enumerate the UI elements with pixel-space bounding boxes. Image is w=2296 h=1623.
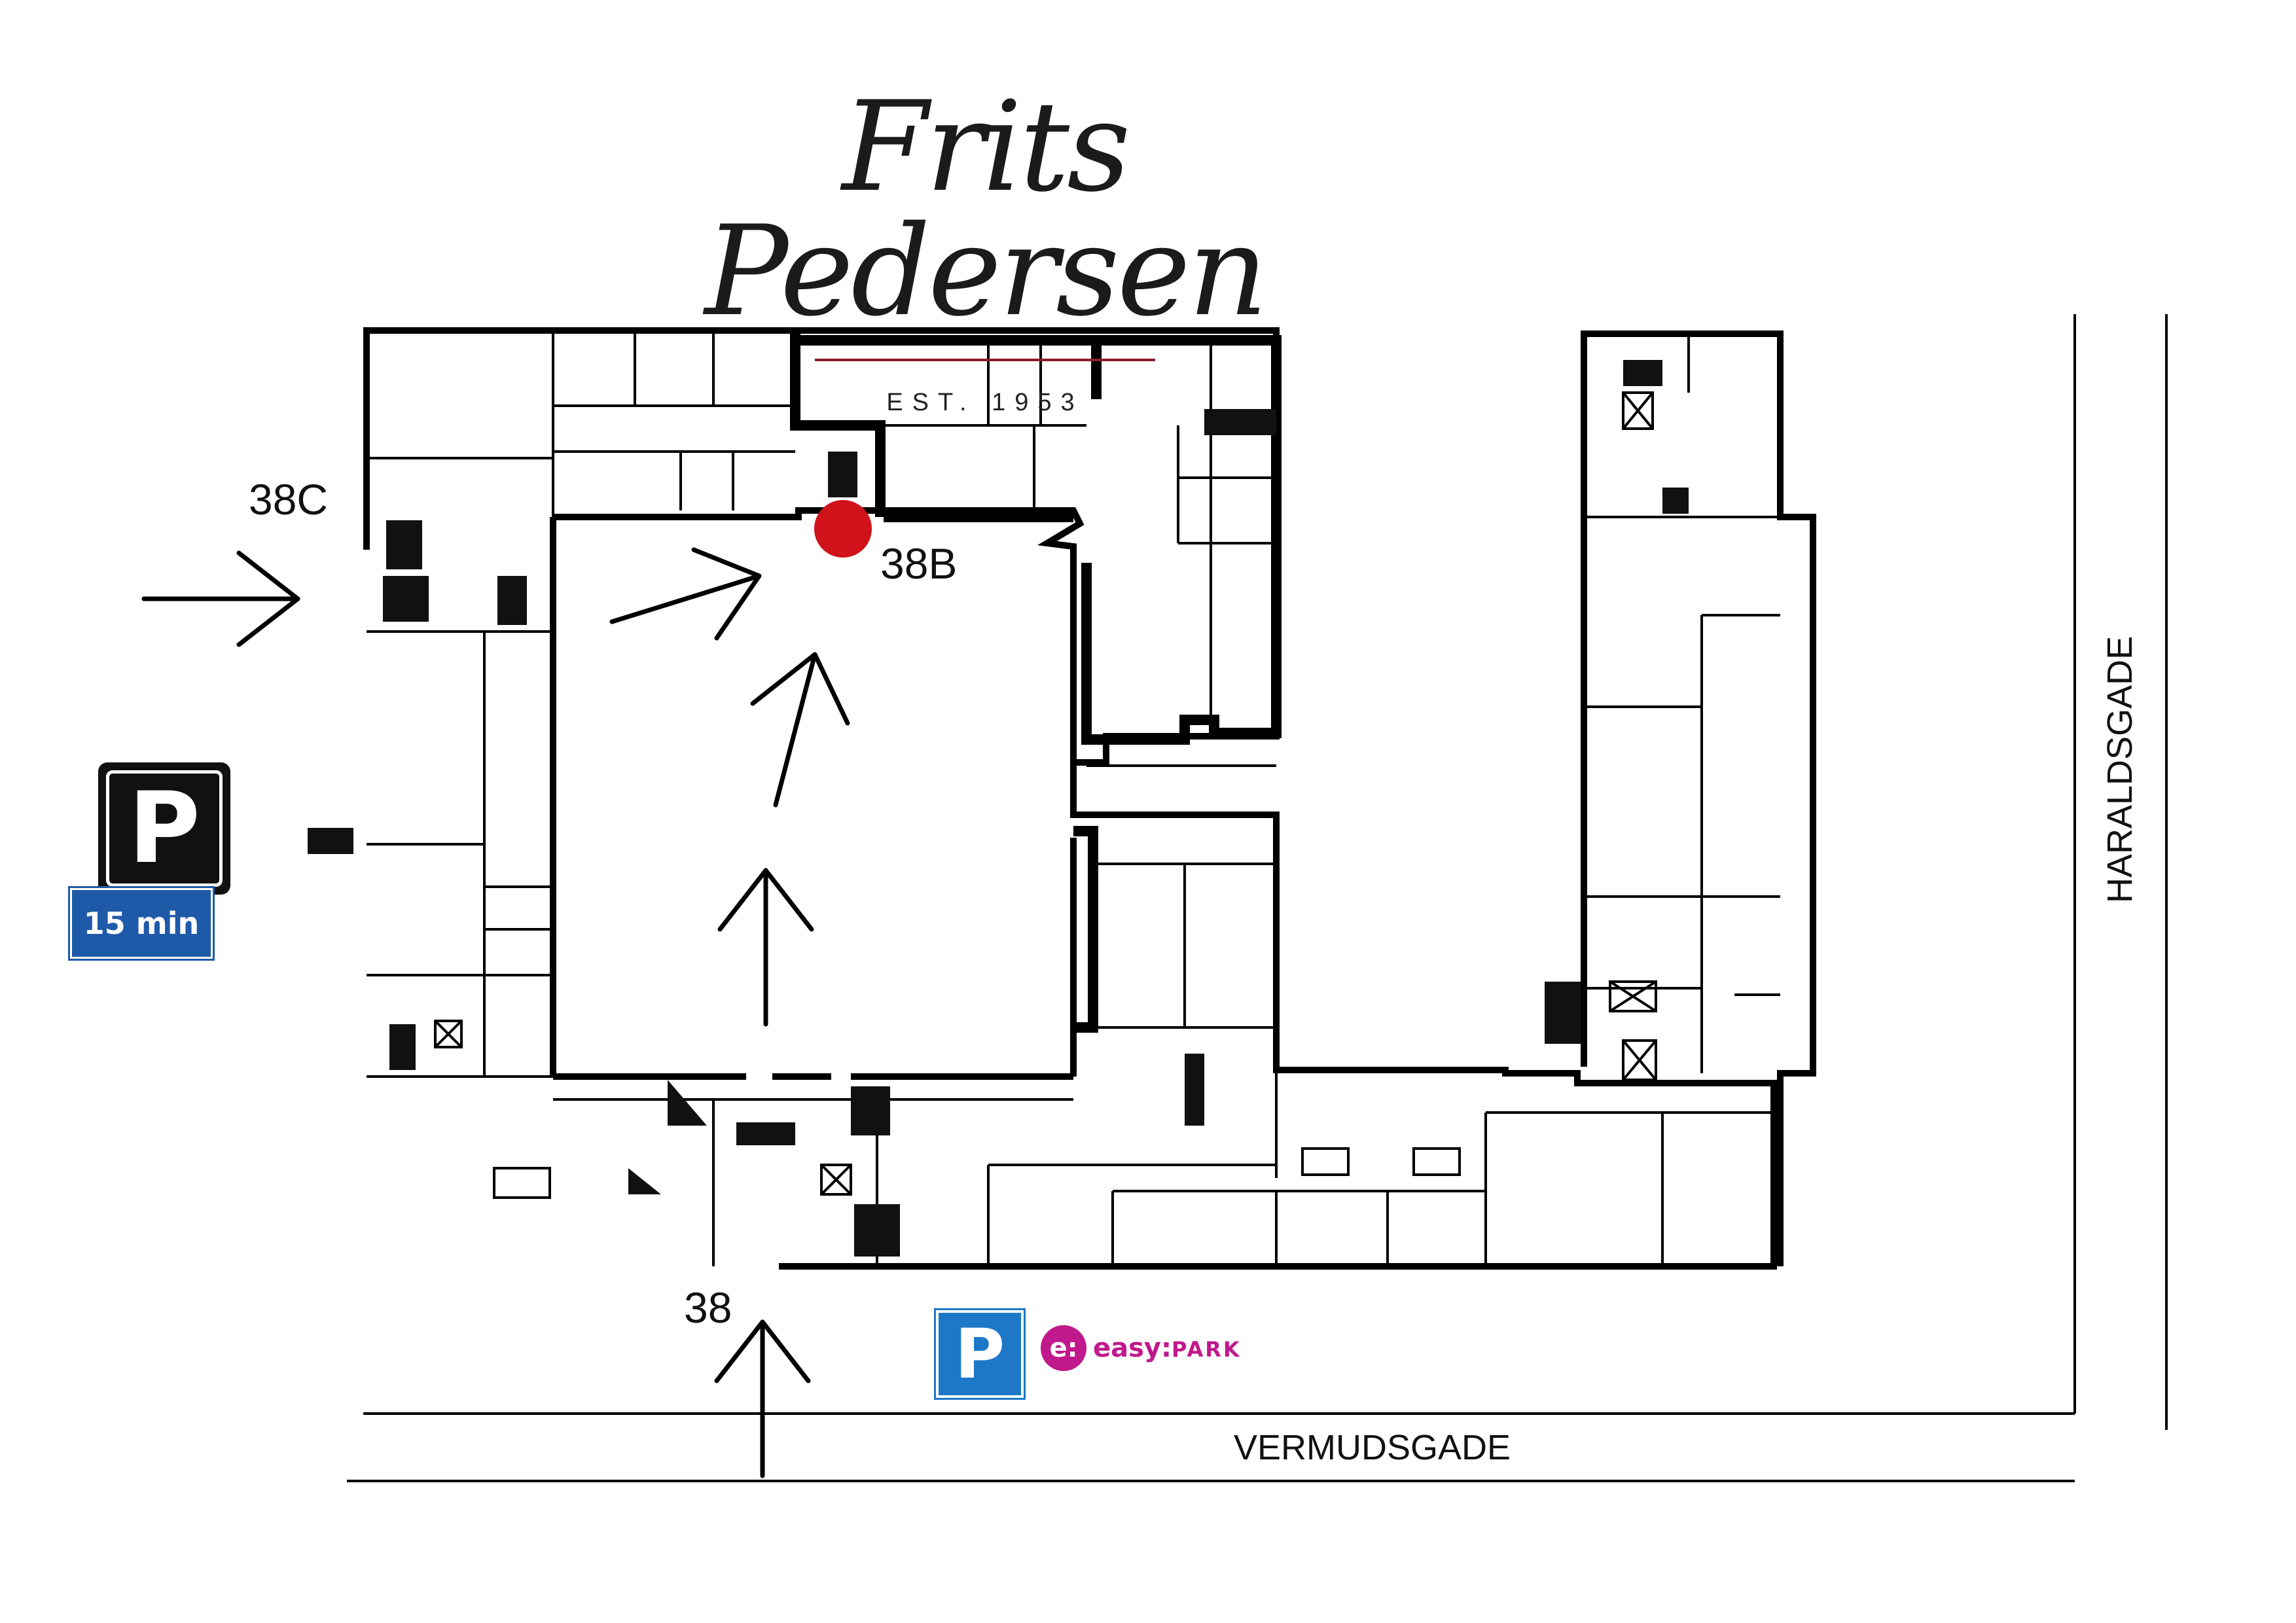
arrow-icon: [609, 547, 762, 641]
brand-header: Frits Pedersen EST. 1953: [622, 85, 1348, 417]
street-name-haraldsgade: HARALDSGADE: [2100, 635, 2140, 903]
stairs-icon: [389, 1024, 416, 1070]
entrance-label-38: 38: [684, 1283, 732, 1332]
stairs-icon: [668, 1080, 707, 1126]
stairs-icon: [828, 452, 857, 497]
elevator-icon: [1622, 1039, 1657, 1081]
parking-time-limit-plate: 15 min: [68, 886, 215, 961]
streets: [347, 314, 2168, 1482]
arrow-icon: [750, 652, 850, 808]
stairs-icon: [308, 828, 353, 854]
room: [1412, 1147, 1461, 1176]
arrow-icon: [141, 550, 300, 647]
location-marker-icon: [814, 500, 872, 558]
stairs-icon: [1185, 1054, 1204, 1126]
stairs: [308, 360, 1689, 1257]
stairs-icon: [628, 1168, 661, 1194]
entrance-label-38c: 38C: [249, 475, 329, 524]
easypark-wordmark: easy:: [1093, 1333, 1172, 1363]
parking-sign-icon: P: [98, 762, 230, 895]
paid-parking-sign-icon: P: [934, 1308, 1026, 1400]
room: [1301, 1147, 1350, 1176]
arrow-icon: [714, 1319, 811, 1478]
brand-logo: Frits Pedersen: [704, 75, 1268, 344]
easypark-logo: e: easy:PARK: [1041, 1325, 1242, 1371]
stairs-icon: [1204, 409, 1276, 435]
north-block-wall-2: [795, 335, 1282, 745]
thick-inner-walls: [790, 330, 1282, 1033]
easypark-wordmark-park: PARK: [1172, 1337, 1242, 1362]
main-building-outline: [363, 327, 1777, 1270]
stairs-icon: [736, 1122, 795, 1145]
elevator-icon: [820, 1164, 852, 1196]
south-block-wall: [1073, 826, 1098, 1033]
stairs-icon: [497, 576, 527, 625]
elevator-icon: [1609, 980, 1657, 1012]
route-arrows: [141, 547, 850, 1478]
arrow-icon: [717, 868, 814, 1027]
building-outer-walls: [363, 327, 1816, 1270]
room: [493, 1167, 551, 1199]
stairs-icon: [1545, 982, 1581, 1044]
interior-walls: [367, 330, 1780, 1266]
brand-divider: [815, 359, 1155, 361]
stairs-icon: [1623, 360, 1662, 386]
stairs-icon: [383, 576, 429, 622]
elevator-icon: [434, 1020, 463, 1048]
street-name-vermudsgade: VERMUDSGADE: [1234, 1428, 1511, 1467]
courtyard-boundary: [553, 507, 1085, 762]
easypark-mark-icon: e:: [1041, 1325, 1086, 1371]
east-wing-outline: [1581, 330, 1816, 1266]
north-block-wall: [790, 330, 886, 452]
stairs-icon: [854, 1204, 900, 1257]
stairs-icon: [1662, 488, 1689, 514]
stairs-icon: [851, 1086, 890, 1135]
entrance-label-38b: 38B: [880, 539, 958, 588]
stairs-icon: [386, 520, 422, 569]
brand-established: EST. 1953: [886, 389, 1084, 416]
elevators: [434, 391, 1657, 1196]
elevator-icon: [1622, 391, 1654, 430]
